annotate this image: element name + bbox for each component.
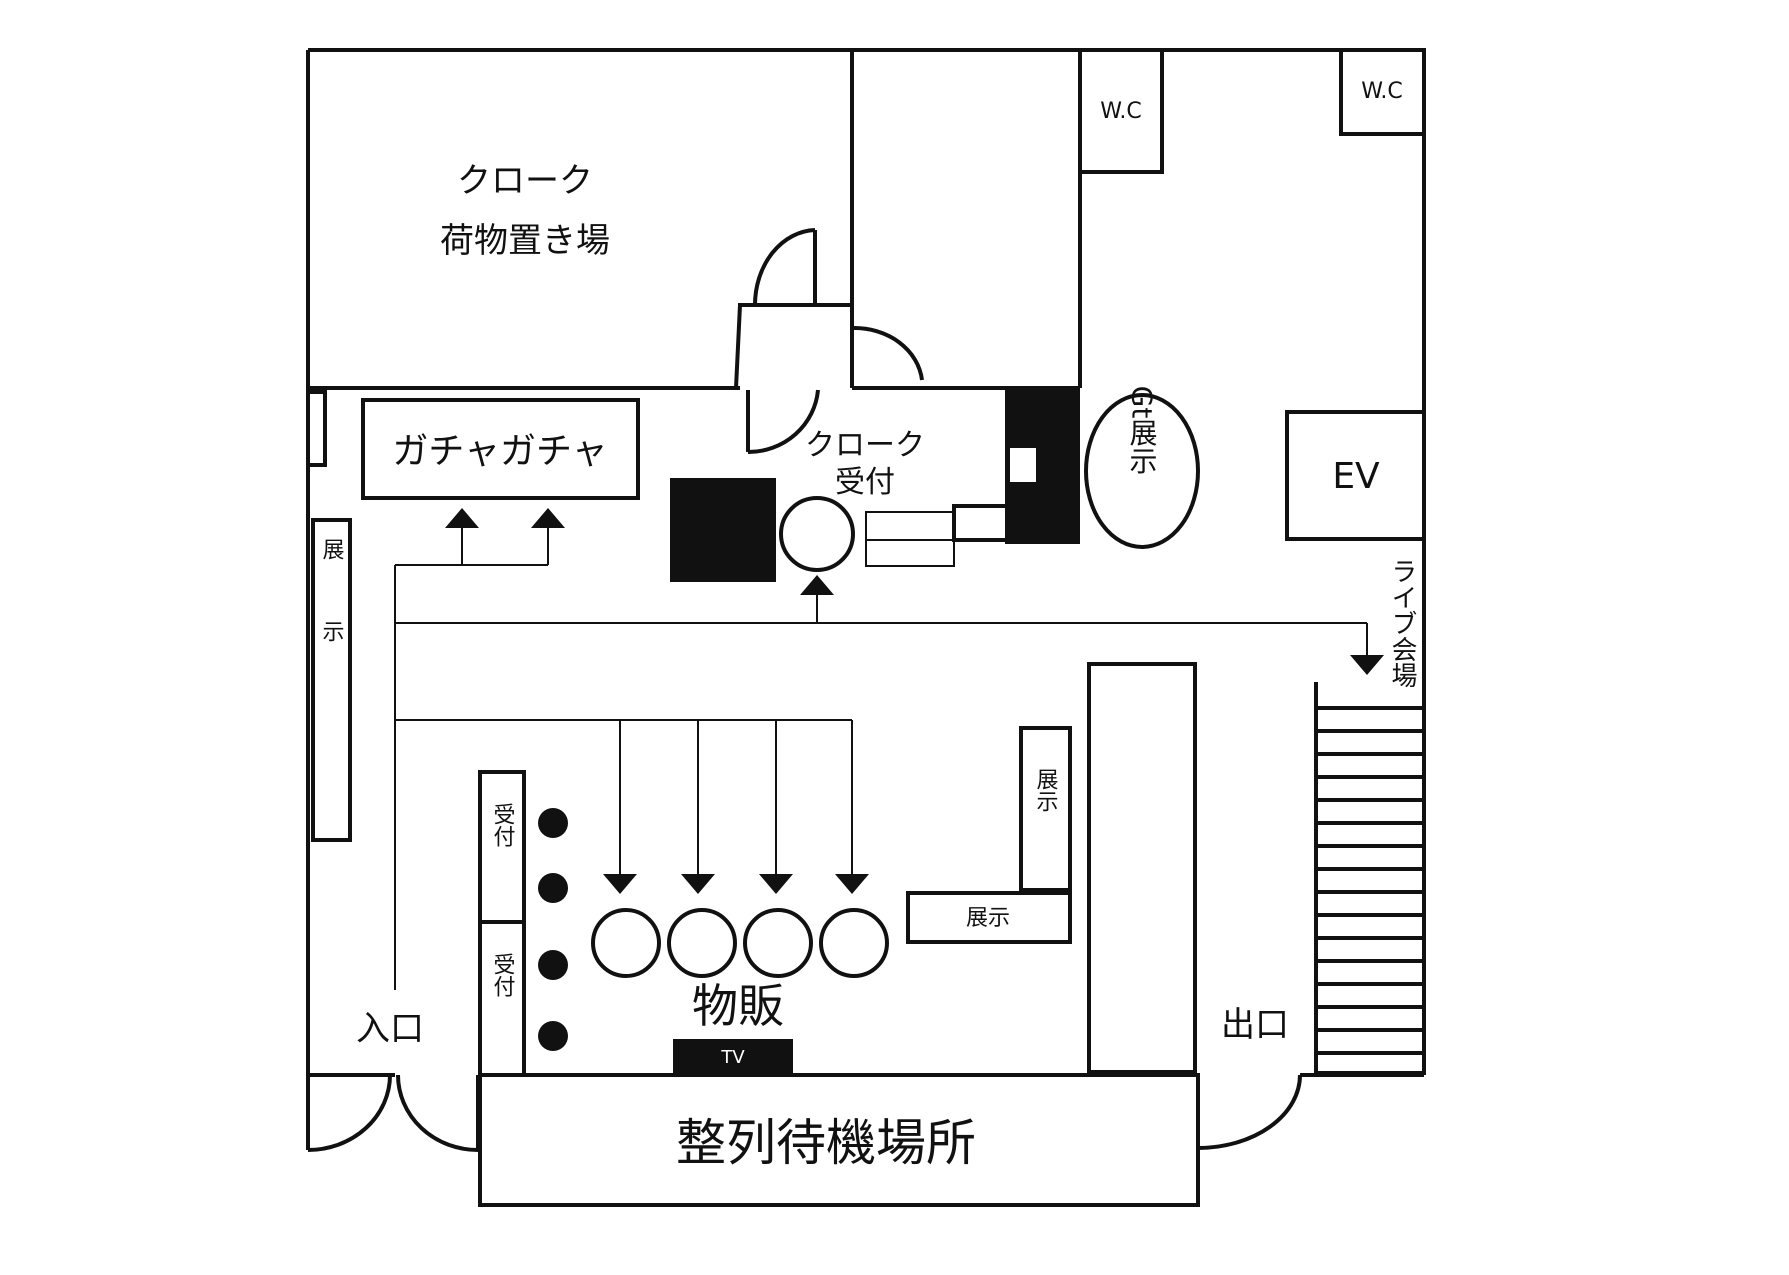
flow-arrowheads — [445, 508, 1384, 894]
merch-counter — [667, 908, 737, 978]
elevator — [1285, 410, 1426, 541]
door-backroom — [850, 325, 924, 381]
reception-lower-label: 受付 — [490, 953, 516, 997]
exit-door — [1196, 1074, 1302, 1150]
display-right-vertical-label: 展示 — [1033, 768, 1059, 812]
waiting-area-label: 整列待機場所 — [676, 1114, 976, 1172]
counter-block — [670, 478, 776, 582]
arrow-up-icon — [445, 508, 479, 528]
ev-label: EV — [1332, 456, 1380, 497]
arrow-up-icon — [800, 575, 834, 595]
staff-dot — [538, 808, 568, 838]
stairs — [1314, 682, 1424, 1075]
arrow-down-icon — [603, 874, 637, 894]
arrow-up-icon — [531, 508, 565, 528]
cloak-reception-label-1: クローク — [805, 428, 925, 463]
merch-counter — [743, 908, 813, 978]
arrow-down-icon — [759, 874, 793, 894]
wc-right-label: W.C — [1361, 79, 1403, 104]
back-room — [852, 50, 1082, 390]
counter-ledge — [952, 504, 1006, 542]
reception-upper-label: 受付 — [490, 803, 516, 847]
display-left-panel — [311, 518, 352, 842]
entrance-label: 入口 — [356, 1009, 424, 1049]
arrow-down-icon — [681, 874, 715, 894]
flow-lines — [394, 520, 1368, 990]
gacha-machine — [361, 398, 640, 500]
display-right-horizontal-label: 展示 — [966, 906, 1010, 931]
tall-partition — [1087, 662, 1197, 1074]
reception-desk-upper — [478, 770, 526, 924]
gacha-label: ガチャガチャ — [392, 431, 607, 472]
wc-right-room — [1339, 48, 1426, 136]
merch-label: 物販 — [692, 979, 784, 1033]
tv-screen — [673, 1039, 793, 1073]
arrow-down-icon — [1350, 655, 1384, 675]
staff-dot — [538, 873, 568, 903]
merch-counter — [591, 908, 661, 978]
partition-window — [1010, 448, 1036, 482]
exit-label: 出口 — [1221, 1005, 1289, 1045]
entrance-doors — [306, 1074, 480, 1152]
cloak-reception-label-2: 受付 — [835, 465, 895, 500]
door-cloakroom-upper — [753, 228, 817, 306]
cloakroom-label-2: 荷物置き場 — [440, 221, 610, 261]
tv-label: TV — [720, 1047, 745, 1068]
display-right-vertical-panel — [1019, 726, 1072, 892]
waiting-area — [478, 1073, 1200, 1207]
small-fixture — [306, 390, 327, 467]
wc-left-room — [1078, 48, 1164, 174]
cloakroom-storage — [308, 50, 854, 390]
display-left-label: 展示 — [319, 538, 345, 702]
staff-dot — [538, 950, 568, 980]
gt-display-label: Gt展示 — [1126, 386, 1159, 475]
live-venue-label: ライブ会場 — [1387, 558, 1417, 688]
gt-display-stand — [1084, 393, 1200, 549]
merch-counter — [819, 908, 889, 978]
wc-left-label: W.C — [1100, 99, 1142, 124]
door-corridor — [746, 389, 820, 455]
display-right-horizontal-panel — [906, 891, 1072, 944]
reception-desk-lower — [478, 920, 526, 1077]
staff-dot — [538, 1021, 568, 1051]
arrow-down-icon — [835, 874, 869, 894]
cloakroom-label-1: クローク — [457, 161, 593, 201]
reception-seat — [779, 496, 855, 572]
